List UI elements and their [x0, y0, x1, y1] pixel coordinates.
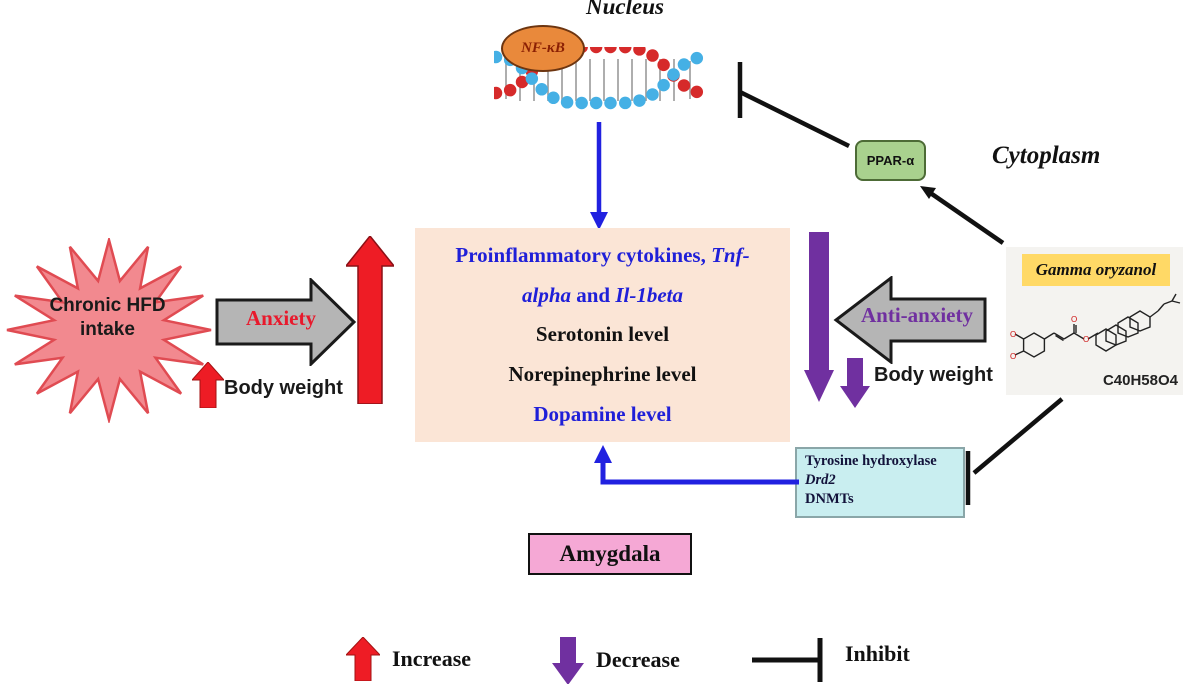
tyrosine-box: Tyrosine hydroxylase Drd2 DNMTs	[795, 447, 965, 518]
cytokines-line2: alpha and Il-1beta	[521, 282, 684, 307]
svg-text:O: O	[1010, 352, 1016, 361]
decrease-arrow-large	[804, 232, 834, 402]
gamma-oryzanol-label: Gamma oryzanol	[1022, 254, 1170, 286]
tyrosine-line: Tyrosine hydroxylase	[805, 453, 937, 469]
anxiety-label: Anxiety	[246, 306, 316, 330]
tyrosine-to-box-arrow	[594, 445, 799, 485]
svg-text:O: O	[1010, 330, 1016, 339]
gamma-oryzanol-panel: Gamma oryzanol	[1006, 247, 1183, 395]
nfkb-badge: NF-κB	[501, 25, 585, 72]
central-effects-box: Proinflammatory cytokines, Tnf- alpha an…	[415, 228, 790, 442]
legend-increase-icon	[346, 637, 380, 681]
gamma-oryzanol-structure-icon: O O O O	[1010, 293, 1181, 361]
drd2-line: Drd2	[805, 472, 836, 489]
nucleus-label: Nucleus	[586, 0, 664, 19]
chronic-hfd-label: Chronic HFD intake	[49, 295, 166, 340]
body-weight-right-label: Body weight	[874, 364, 993, 386]
anti-anxiety-label: Anti-anxiety	[861, 303, 973, 327]
nfkb-label: NF-κB	[521, 40, 565, 56]
dna-helix-icon	[494, 47, 708, 110]
ppar-inhibit-nfkb-tbar	[737, 62, 850, 149]
gamma-to-ppar-arrow	[920, 186, 1005, 245]
amygdala-label: Amygdala	[559, 541, 661, 566]
svg-text:O: O	[1083, 335, 1089, 344]
ppar-box: PPAR-α	[855, 140, 926, 181]
norepinephrine-line: Norepinephrine level	[508, 362, 697, 387]
cytokines-line: Proinflammatory cytokines, Tnf-	[455, 242, 750, 267]
decrease-body-weight-arrow	[840, 358, 870, 408]
legend-decrease-label: Decrease	[596, 647, 680, 672]
ppar-label: PPAR-α	[866, 153, 915, 168]
legend-increase-label: Increase	[392, 646, 472, 671]
anxiety-arrow-shape	[215, 278, 357, 366]
dnmts-line: DNMTs	[805, 491, 854, 508]
legend-inhibit-label: Inhibit	[845, 641, 910, 666]
starburst-shape	[6, 238, 212, 423]
increase-body-weight-arrow	[192, 362, 224, 408]
dopamine-line: Dopamine level	[533, 402, 672, 427]
amygdala-box: Amygdala	[528, 533, 692, 575]
gamma-inhibit-tbar	[965, 397, 1064, 505]
svg-text:O: O	[1071, 315, 1077, 324]
legend-inhibit-icon	[752, 638, 823, 682]
body-weight-left-label: Body weight	[224, 377, 343, 399]
gamma-formula-label: C40H58O4	[1102, 372, 1178, 389]
cytoplasm-label: Cytoplasm	[992, 142, 1101, 169]
anti-anxiety-arrow-shape	[833, 276, 987, 364]
serotonin-line: Serotonin level	[535, 322, 670, 347]
increase-arrow-large	[346, 236, 394, 404]
dna-to-box-arrow	[590, 122, 608, 230]
legend-decrease-icon	[552, 637, 584, 684]
